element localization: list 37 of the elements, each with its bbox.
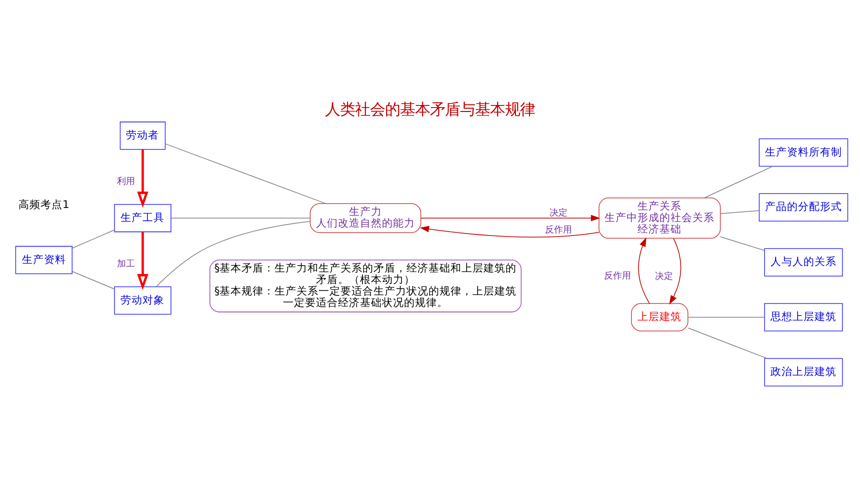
- label: 高频考点1: [18, 197, 70, 210]
- node-box: 上层建筑: [631, 302, 688, 331]
- arrow: [420, 225, 600, 237]
- node-box: 生产关系 生产中形成的社会关系 经济基础: [598, 196, 721, 238]
- edge-label: 反作用: [545, 224, 572, 235]
- edge-label: 决定: [550, 208, 568, 218]
- node-box: 人与人的关系: [764, 248, 843, 276]
- connector: [688, 327, 768, 358]
- connector: [704, 165, 774, 198]
- node-box: 劳动对象: [114, 286, 172, 314]
- node-box: 生产工具: [114, 203, 172, 232]
- edge-label: 加工: [116, 259, 136, 270]
- node-box: 生产力 人们改造自然的能力: [310, 202, 422, 232]
- node-box: 产品的分配形式: [758, 192, 848, 222]
- node-box: 生产资料: [15, 245, 73, 274]
- node-box: §基本矛盾：生产力和生产关系的矛盾，经济基础和上层建筑的矛盾。（根本动力） §基本规律：生产关系一定要适合生产力状况的规律，上层建筑一定要适合经济基础状况的规律。: [209, 259, 522, 312]
- edge-label: 利用: [116, 176, 136, 187]
- arrow: [420, 214, 600, 221]
- connector: [72, 229, 115, 248]
- diagram-title: 人类社会的基本矛盾与基本规律: [325, 100, 535, 118]
- connector: [720, 210, 760, 214]
- edge-label: 决定: [654, 271, 673, 282]
- connector: [170, 217, 310, 218]
- node-box: 政治上层建筑: [764, 358, 843, 386]
- connector: [688, 316, 765, 318]
- arrow: [137, 232, 148, 290]
- connector: [720, 236, 765, 250]
- node-box: 生产资料所有制: [758, 138, 848, 166]
- edge-label: 反作用: [604, 271, 631, 282]
- connector: [156, 220, 310, 286]
- arrow: [669, 238, 682, 304]
- arrow: [638, 236, 650, 304]
- arrow: [137, 149, 148, 208]
- connector: [72, 270, 115, 289]
- node-box: 劳动者: [120, 121, 166, 150]
- connector: [164, 142, 326, 204]
- node-box: 思想上层建筑: [764, 302, 843, 331]
